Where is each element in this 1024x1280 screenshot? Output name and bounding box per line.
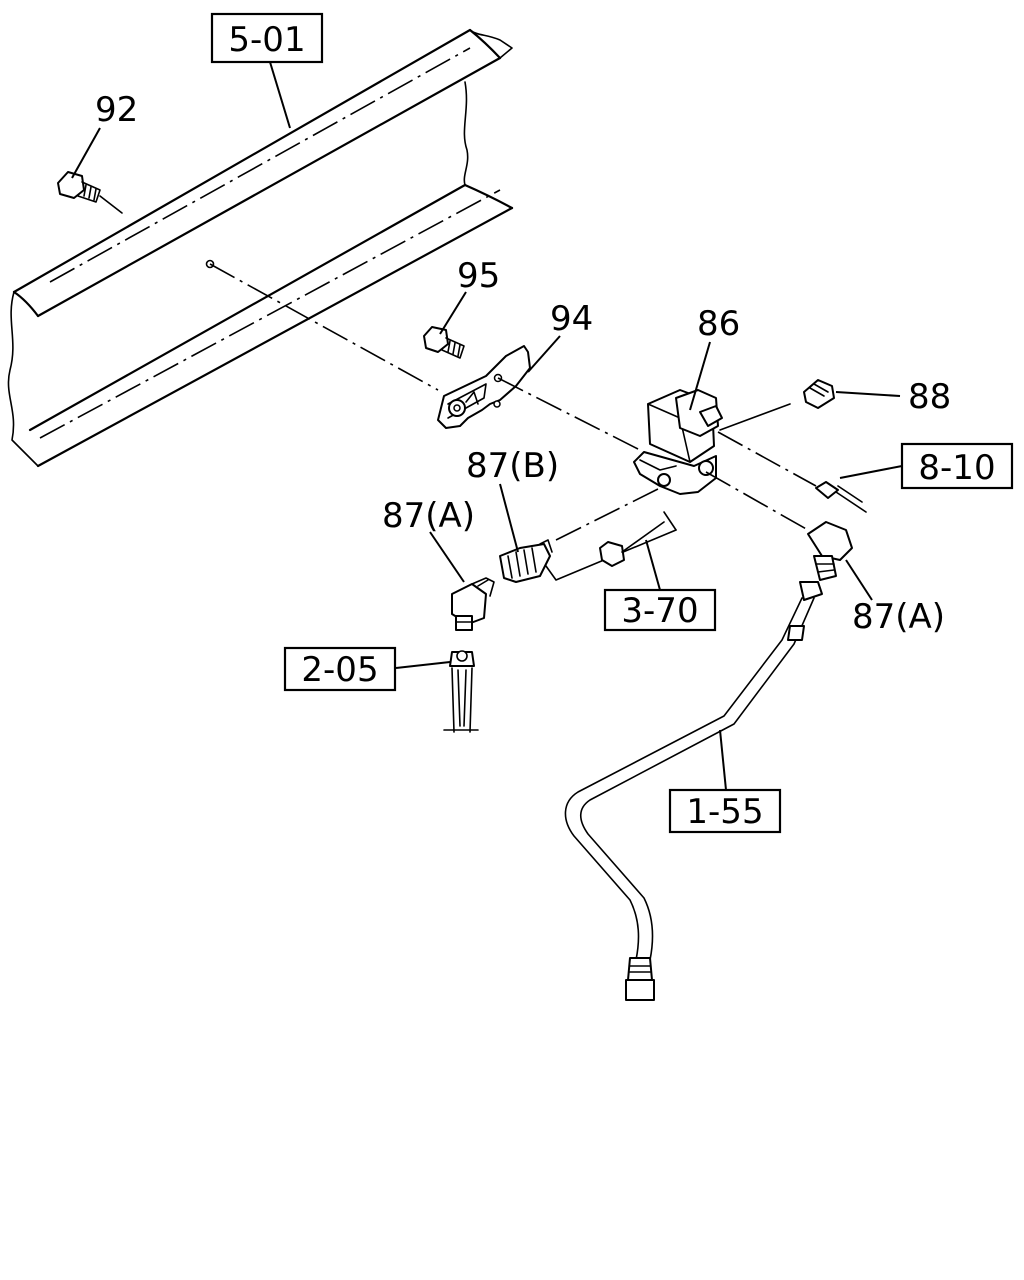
part-label-94: 94 xyxy=(550,299,593,339)
centerline-connector xyxy=(717,431,817,487)
leader-94 xyxy=(527,335,561,373)
centerline-plug xyxy=(719,403,791,431)
centerline-bracket xyxy=(497,377,641,451)
ref-label-3-70: 3-70 xyxy=(621,591,698,631)
fitting-87b xyxy=(499,539,553,583)
part-label-88: 88 xyxy=(908,377,951,417)
part-label-95: 95 xyxy=(457,256,500,296)
solenoid-valve-86 xyxy=(633,389,723,495)
leader-92 xyxy=(71,127,101,179)
elbow-87a-left xyxy=(429,531,495,631)
ref-box-1-55: 1-55 xyxy=(668,788,782,834)
part-label-86: 86 xyxy=(697,304,740,344)
ref-label-1-55: 1-55 xyxy=(686,792,763,832)
leader-95 xyxy=(439,291,467,335)
part-label-87b: 87(B) xyxy=(466,446,559,486)
ref-box-5-01: 5-01 xyxy=(210,12,324,129)
bolt-92 xyxy=(57,171,123,214)
frame-rail xyxy=(7,28,514,468)
part-label-87a-right: 87(A) xyxy=(852,597,945,637)
centerline-87b xyxy=(555,485,665,541)
ref-label-5-01: 5-01 xyxy=(228,20,305,60)
elbow-87a-right xyxy=(807,521,873,601)
leader-87b xyxy=(499,483,519,553)
ref-label-8-10: 8-10 xyxy=(918,448,995,488)
ref-label-2-05: 2-05 xyxy=(301,650,378,690)
part-label-92: 92 xyxy=(95,90,138,130)
pipe-3-70 xyxy=(545,511,677,591)
bracket-94 xyxy=(437,345,531,429)
centerline-frame xyxy=(209,263,439,391)
bolt-95 xyxy=(423,326,465,359)
connector-8-10 xyxy=(815,465,903,513)
pipe-1-55 xyxy=(564,581,823,1001)
ref-box-2-05: 2-05 xyxy=(283,646,397,692)
part-label-87a-left: 87(A) xyxy=(382,496,475,536)
leader-86 xyxy=(689,341,711,411)
plug-88 xyxy=(803,379,901,409)
ref-box-3-70: 3-70 xyxy=(603,588,717,632)
ref-box-8-10: 8-10 xyxy=(900,442,1014,490)
hose-2-05 xyxy=(395,650,479,733)
centerline-elbow-right xyxy=(705,471,809,531)
